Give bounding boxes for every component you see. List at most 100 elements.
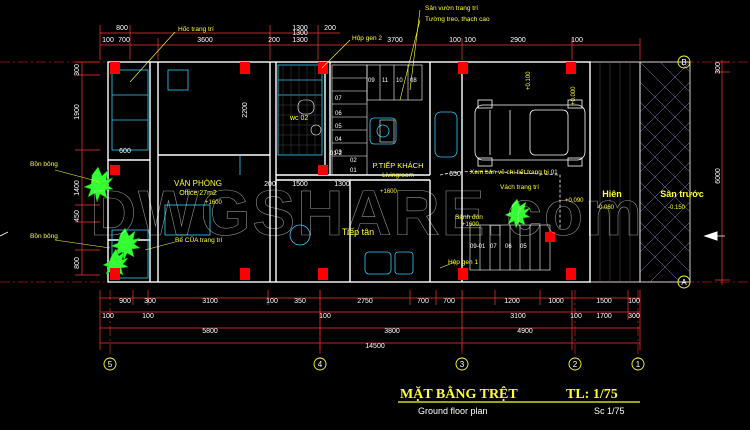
drawing-title: MẶT BẰNG TRỆT xyxy=(400,385,518,402)
stair-09: 09 xyxy=(368,78,375,84)
stair-10: 10 xyxy=(396,78,403,84)
grid-label-A: A xyxy=(681,278,687,287)
dim-top2-2900: 2900 xyxy=(510,37,526,44)
dim-top2-700: 700 xyxy=(118,37,130,44)
grid-label-2: 2 xyxy=(573,360,578,369)
grid-bubble-2 xyxy=(568,357,582,371)
dim-bot-100: 100 xyxy=(266,298,278,305)
columns xyxy=(110,62,576,280)
dim-right-300: 300 xyxy=(715,62,722,74)
annotation-labels: Hốc trang trí Hộp gen 2 Sân vườn trang t… xyxy=(30,5,558,266)
dim-bot-100c: 100 xyxy=(628,298,640,305)
dimension-lines-bottom xyxy=(99,290,641,350)
level-hien: -0.060 xyxy=(597,205,615,211)
level-lobby: +1600 xyxy=(462,222,480,228)
grid-bubble-5 xyxy=(103,357,117,371)
annot-sanh-don: Sảnh đón xyxy=(455,214,483,221)
dim-top2-200: 200 xyxy=(268,37,280,44)
stair-03: 03 xyxy=(335,150,342,156)
annot-be-cua: Bể CỦA trang trí xyxy=(175,235,223,244)
dim-bot-3100: 3100 xyxy=(202,298,218,305)
plants xyxy=(83,166,531,279)
level-marks: +1600 +1600 +1600 -0.060 -0.150 +0.090 +… xyxy=(205,71,686,228)
annot-san-vuon: Sân vườn trang trí xyxy=(425,5,478,12)
stair-07b: 07 xyxy=(490,244,497,250)
room-san-truoc: Sân trước xyxy=(660,189,703,199)
dim-bot3-3800: 3800 xyxy=(384,328,400,335)
stair-08: 08 xyxy=(410,78,417,84)
dim-top2-100b: 100 xyxy=(464,37,476,44)
stair-mark-01-2: 01-2 xyxy=(330,151,343,157)
dim-top2-100c: 100 xyxy=(571,37,583,44)
dim-bot2-100d: 100 xyxy=(570,313,582,320)
dim-top2-3600: 3600 xyxy=(197,37,213,44)
grid-bubble-B xyxy=(677,55,691,69)
dim-inner-1500: 1500 xyxy=(292,181,308,188)
grid-bubble-A xyxy=(677,275,691,289)
room-labels: VĂN PHÒNG Office 27m2 P.TIẾP KHÁCH Livin… xyxy=(174,115,704,237)
drawing-subscale: Sc 1/75 xyxy=(594,406,625,416)
dim-bot3-4900: 4900 xyxy=(517,328,533,335)
annot-vach-trang-tri: Vách trang trí xyxy=(500,184,539,191)
dim-bot-1000: 1000 xyxy=(548,298,564,305)
watermark: DWGSHARE.com xyxy=(90,177,644,249)
stair-05b: 05 xyxy=(520,244,527,250)
dim-inner-650: 650 xyxy=(449,171,461,178)
grid-label-B: B xyxy=(681,58,686,67)
dim-top-200: 200 xyxy=(324,25,336,32)
front-yard-hatch xyxy=(639,61,691,283)
annot-bon-bong-2: Bồn bông xyxy=(30,231,58,240)
room-livingroom: Livingroom xyxy=(382,172,414,179)
dim-bot2-3100: 3100 xyxy=(510,313,526,320)
dim-bot-350: 350 xyxy=(294,298,306,305)
dim-bot2-100c: 100 xyxy=(319,313,331,320)
stair-numbers: 07 06 05 04 03 02 01 09 11 10 08 07 06 0… xyxy=(330,78,527,250)
dim-total-14500: 14500 xyxy=(365,343,385,350)
room-hien: Hiên xyxy=(602,189,622,199)
curved-wall xyxy=(439,171,561,230)
grid-label-4: 4 xyxy=(318,360,323,369)
dim-top2-1300: 1300 xyxy=(292,37,308,44)
stair-06b: 06 xyxy=(505,244,512,250)
wc-tiles xyxy=(278,65,322,155)
stair-04: 04 xyxy=(335,137,342,143)
stair-01: 01 xyxy=(350,168,357,174)
entry-arrow-icon xyxy=(703,231,725,241)
room-wc: wc 02 xyxy=(289,115,308,122)
dim-top-1300: 1300 xyxy=(292,25,308,32)
furniture-lines xyxy=(297,99,395,143)
room-office-area: Office 27m2 xyxy=(179,190,217,197)
dim-right-6000: 6000 xyxy=(715,168,722,184)
stairs-upper xyxy=(331,64,423,176)
level-san-truoc: -0.150 xyxy=(668,205,686,211)
stair-05: 05 xyxy=(335,124,342,130)
dim-left-800: 800 xyxy=(74,257,81,269)
stair-11: 11 xyxy=(382,78,389,84)
furniture xyxy=(164,69,458,275)
stairs-lower xyxy=(469,224,551,271)
room-p-tiep-khach: P.TIẾP KHÁCH xyxy=(373,160,424,170)
dimension-lines-top xyxy=(99,25,641,60)
section-arrow-icon xyxy=(0,231,9,237)
stair-02: 02 xyxy=(350,158,357,164)
annot-xem-ban-ve: Xem bản vẽ chi tiết trang bị 01 xyxy=(470,167,558,176)
leader-lines xyxy=(54,9,456,269)
inner-dimension-values: 2200 1500 1300 200 650 600 1300 xyxy=(119,30,461,188)
dim-inner-1300: 1300 xyxy=(334,181,350,188)
room-tiep-tan: Tiếp tân xyxy=(342,227,374,237)
annot-hop-gen-1: Hộp gen 1 xyxy=(448,259,478,266)
stair-mark-09-01: 09-01 xyxy=(470,244,486,250)
annot-bon-bong-1: Bồn bông xyxy=(30,159,58,168)
dim-bot2-1700: 1700 xyxy=(596,313,612,320)
dim-left-1400: 1400 xyxy=(74,180,81,196)
dim-top-3700: 3700 xyxy=(387,37,403,44)
grid-bubble-3 xyxy=(455,357,469,371)
dim-bot-900: 900 xyxy=(119,298,131,305)
annot-hoc-trang-tri: Hốc trang trí xyxy=(178,24,214,33)
annot-tuong-treo: Tường treo, thạch cao xyxy=(425,16,490,23)
dim-inner-200: 200 xyxy=(264,181,276,188)
dim-bot2-100b: 100 xyxy=(142,313,154,320)
porch-tiles xyxy=(589,61,641,283)
